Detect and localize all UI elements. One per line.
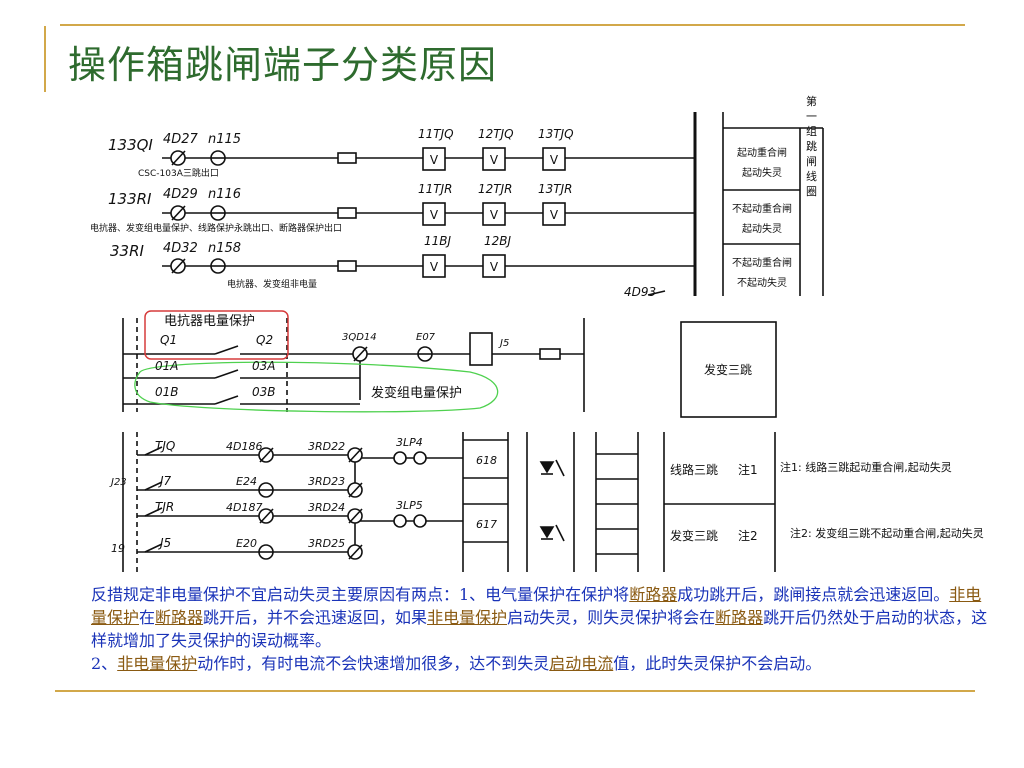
row1-label: 133QI [108, 136, 153, 154]
relay-symbol: V [430, 208, 439, 222]
lower-table-row1-name: 线路三跳 [670, 462, 718, 477]
terminal-3rd22: 3RD22 [308, 440, 345, 453]
box-617: 617 [476, 518, 497, 531]
explanation-text: 反措规定非电量保护不宜启动失灵主要原因有两点：1、电气量保护在保护将断路器成功跳… [91, 583, 991, 675]
lower-label-j7: J7 [158, 474, 172, 488]
row3-label: 33RI [110, 242, 145, 260]
lower-label-j5: J5 [158, 536, 171, 550]
table-row3-line2: 不起动失灵 [737, 276, 787, 289]
circuit-diagram: 133QI 4D27 n115 133RI 4D29 n116 33RI 4D3… [90, 94, 984, 572]
relay-symbol: V [550, 208, 559, 222]
lower-label-tjr: TJR [155, 500, 174, 514]
paragraph-1: 反措规定非电量保护不宜启动失灵主要原因有两点：1、电气量保护在保护将断路器成功跳… [91, 585, 988, 650]
relay-symbol: V [490, 260, 499, 274]
table-side-label: 第一组跳闸线圈 [805, 94, 818, 200]
red-annotation-text: 电抗器电量保护 [164, 314, 255, 329]
relay-symbol: V [490, 208, 499, 222]
row1-t2: n115 [208, 132, 241, 147]
bottom-rule [55, 690, 975, 692]
row2-note: 电抗器、发变组电量保护、线路保护永跳出口、断路器保护出口 [90, 222, 342, 234]
row2-t1: 4D29 [163, 187, 198, 202]
note-2: 注2: 发变组三跳不起动重合闸,起动失灵 [790, 526, 984, 540]
title-accent-bar [44, 26, 46, 92]
terminal-3rd23: 3RD23 [308, 475, 345, 488]
note-1: 注1: 线路三跳起动重合闸,起动失灵 [780, 460, 952, 474]
green-annotation-text: 发变组电量保护 [371, 385, 462, 401]
relay-11bj: 11BJ [424, 234, 452, 248]
relay-symbol: V [550, 153, 559, 167]
row3-t2: n158 [208, 241, 241, 256]
terminal-3rd25: 3RD25 [308, 537, 345, 550]
contact-03a: 03A [252, 359, 275, 373]
contact-q2: Q2 [256, 333, 273, 347]
relay-12bj: 12BJ [484, 234, 512, 248]
lower-table-row1-note: 注1 [738, 462, 758, 477]
terminal-3rd24: 3RD24 [308, 501, 345, 514]
terminal-e07: E07 [416, 332, 436, 343]
side-label-19: 19 [111, 542, 125, 555]
table-row3-line1: 不起动重合闸 [732, 256, 792, 269]
table-row2-line2: 起动失灵 [742, 222, 782, 235]
relay-11tjq: 11TJQ [418, 127, 454, 141]
top-rule [60, 24, 965, 26]
lower-table-row2-name: 发变三跳 [670, 528, 718, 543]
terminal-e20: E20 [236, 537, 257, 550]
plate-3lp4: 3LP4 [396, 436, 423, 449]
contact-01a: 01A [155, 359, 178, 373]
terminal-4d187: 4D187 [226, 501, 262, 514]
red-annotation-box [144, 310, 289, 360]
row1-note: CSC-103A三跳出口 [138, 167, 219, 179]
lower-label-tjq: TJQ [155, 439, 175, 453]
relay-symbol: V [430, 260, 439, 274]
relay-13tjq: 13TJQ [538, 127, 574, 141]
table-row1-line1: 起动重合闸 [737, 146, 787, 159]
row3-t1: 4D32 [163, 241, 198, 256]
green-annotation-loop [134, 361, 499, 413]
box-label: 发变三跳 [704, 362, 752, 377]
plate-3lp5: 3LP5 [396, 499, 423, 512]
terminal-4d186: 4D186 [226, 440, 262, 453]
relay-12tjq: 12TJQ [478, 127, 514, 141]
relay-11tjr: 11TJR [418, 182, 452, 196]
row1-t1: 4D27 [163, 132, 199, 147]
terminal-e24: E24 [236, 475, 257, 488]
page-title: 操作箱跳闸端子分类原因 [68, 43, 498, 87]
paragraph-2: 2、非电量保护动作时，有时电流不会快速增加很多，达不到失灵启动电流值，此时失灵保… [91, 654, 822, 673]
terminal-3qd14: 3QD14 [342, 332, 377, 343]
table-row1-line2: 起动失灵 [742, 166, 782, 179]
bottom-terminal-label: 4D93 [624, 285, 656, 299]
row2-label: 133RI [108, 190, 152, 208]
relay-symbol: V [430, 153, 439, 167]
contact-q1: Q1 [160, 333, 177, 347]
side-label-j23: J23 [109, 477, 127, 488]
relay-12tjr: 12TJR [478, 182, 512, 196]
row2-t2: n116 [208, 187, 241, 202]
relay-13tjr: 13TJR [538, 182, 572, 196]
box-618: 618 [476, 454, 497, 467]
row3-note: 电抗器、发变组非电量 [227, 278, 317, 290]
relay-j5: J5 [498, 338, 509, 349]
relay-symbol: V [490, 153, 499, 167]
contact-03b: 03B [252, 385, 276, 399]
contact-01b: 01B [155, 385, 179, 399]
table-row2-line1: 不起动重合闸 [732, 202, 792, 215]
lower-table-row2-note: 注2 [738, 528, 758, 543]
